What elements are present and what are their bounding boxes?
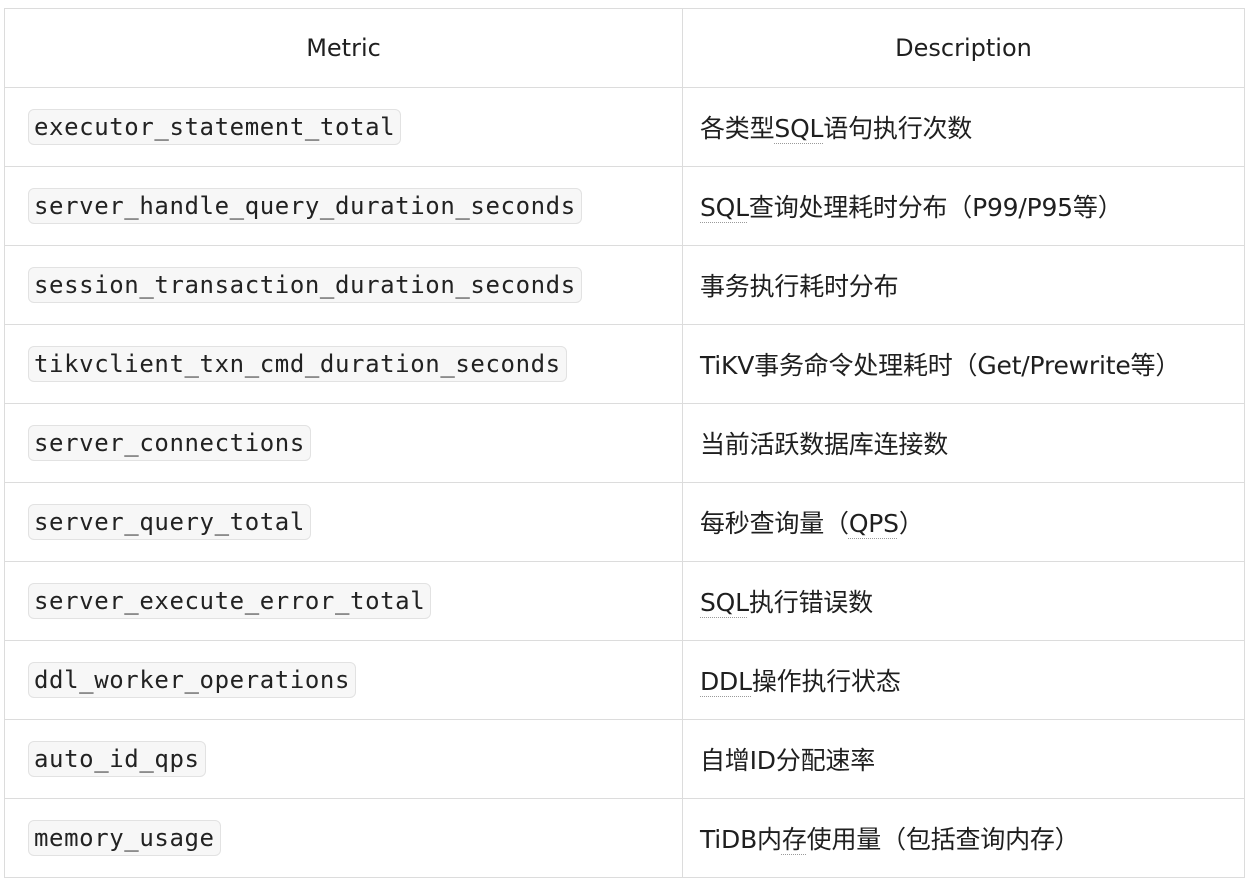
- description-cell: 当前活跃数据库连接数: [682, 403, 1245, 483]
- metric-cell: auto_id_qps: [4, 719, 683, 799]
- description-cell: 每秒查询量（QPS）: [682, 482, 1245, 562]
- description-cell: SQL执行错误数: [682, 561, 1245, 641]
- abbr-term[interactable]: SQL: [774, 114, 824, 143]
- metric-cell: server_query_total: [4, 482, 683, 562]
- description-cell: SQL查询处理耗时分布（P99/P95等）: [682, 166, 1245, 246]
- metric-code: ddl_worker_operations: [28, 662, 357, 698]
- metric-cell: ddl_worker_operations: [4, 640, 683, 720]
- metric-cell: server_handle_query_duration_seconds: [4, 166, 683, 246]
- desc-text: 事务执行耗时分布: [700, 272, 899, 301]
- abbr-term[interactable]: SQL: [700, 193, 749, 222]
- desc-text: ）: [898, 509, 924, 538]
- metrics-table: Metric Description executor_statement_to…: [4, 8, 1245, 878]
- desc-text: TiDB内: [700, 825, 782, 854]
- desc-text: 自增ID分配速率: [700, 746, 876, 775]
- table-row: server_handle_query_duration_seconds SQL…: [4, 166, 1245, 246]
- metric-cell: server_connections: [4, 403, 683, 483]
- metrics-table-container: Metric Description executor_statement_to…: [4, 8, 1245, 878]
- abbr-term[interactable]: DDL: [700, 667, 752, 696]
- metric-code: server_connections: [28, 425, 311, 461]
- metric-code: auto_id_qps: [28, 741, 206, 777]
- metric-code: executor_statement_total: [28, 109, 402, 145]
- table-row: tikvclient_txn_cmd_duration_seconds TiKV…: [4, 324, 1245, 404]
- desc-text: 使用量（包括查询内存）: [806, 825, 1080, 854]
- abbr-term[interactable]: QPS: [848, 509, 899, 538]
- metric-cell: tikvclient_txn_cmd_duration_seconds: [4, 324, 683, 404]
- metric-cell: session_transaction_duration_seconds: [4, 245, 683, 325]
- metric-code: memory_usage: [28, 820, 221, 856]
- description-cell: 自增ID分配速率: [682, 719, 1245, 799]
- metric-cell: server_execute_error_total: [4, 561, 683, 641]
- table-row: executor_statement_total 各类型SQL语句执行次数: [4, 87, 1245, 167]
- abbr-term[interactable]: SQL: [700, 588, 749, 617]
- metric-code: server_execute_error_total: [28, 583, 432, 619]
- table-row: memory_usage TiDB内存使用量（包括查询内存）: [4, 798, 1245, 878]
- table-row: server_connections 当前活跃数据库连接数: [4, 403, 1245, 483]
- description-cell: 事务执行耗时分布: [682, 245, 1245, 325]
- desc-text: 操作执行状态: [751, 667, 901, 696]
- table-row: auto_id_qps 自增ID分配速率: [4, 719, 1245, 799]
- abbr-term[interactable]: 存: [781, 825, 807, 854]
- desc-text: 当前活跃数据库连接数: [700, 430, 949, 459]
- metric-cell: executor_statement_total: [4, 87, 683, 167]
- desc-text: 语句执行次数: [823, 114, 973, 143]
- table-header-row: Metric Description: [4, 8, 1245, 88]
- header-metric: Metric: [4, 8, 683, 88]
- table-row: ddl_worker_operations DDL操作执行状态: [4, 640, 1245, 720]
- metric-cell: memory_usage: [4, 798, 683, 878]
- desc-text: 各类型: [700, 114, 775, 143]
- desc-text: TiKV事务命令处理耗时（Get/Prewrite等）: [700, 351, 1181, 380]
- metric-code: tikvclient_txn_cmd_duration_seconds: [28, 346, 567, 382]
- desc-text: 执行错误数: [748, 588, 873, 617]
- table-row: server_execute_error_total SQL执行错误数: [4, 561, 1245, 641]
- description-cell: TiDB内存使用量（包括查询内存）: [682, 798, 1245, 878]
- description-cell: DDL操作执行状态: [682, 640, 1245, 720]
- table-row: session_transaction_duration_seconds 事务执…: [4, 245, 1245, 325]
- table-row: server_query_total 每秒查询量（QPS）: [4, 482, 1245, 562]
- description-cell: TiKV事务命令处理耗时（Get/Prewrite等）: [682, 324, 1245, 404]
- desc-text: 查询处理耗时分布（P99/P95等）: [748, 193, 1123, 222]
- description-cell: 各类型SQL语句执行次数: [682, 87, 1245, 167]
- metric-code: server_query_total: [28, 504, 311, 540]
- metric-code: server_handle_query_duration_seconds: [28, 188, 582, 224]
- desc-text: 每秒查询量（: [700, 509, 849, 538]
- header-description: Description: [682, 8, 1245, 88]
- metric-code: session_transaction_duration_seconds: [28, 267, 582, 303]
